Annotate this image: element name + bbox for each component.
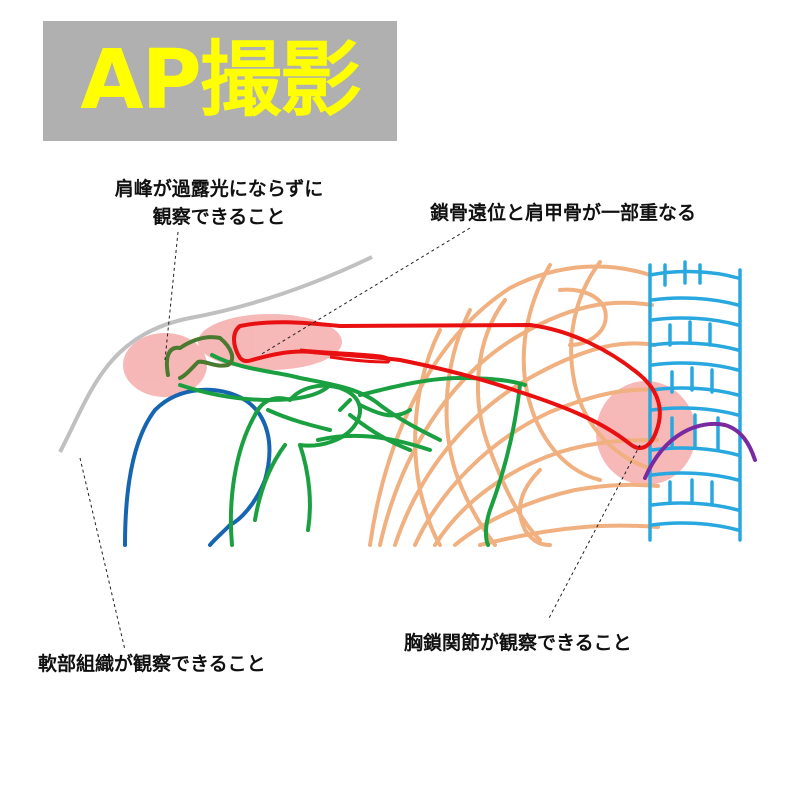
- leader-soft-tissue: [79, 457, 126, 651]
- clavicle-inner-line: [299, 348, 391, 364]
- acromion: [164, 335, 235, 380]
- acromion-annotation-line2: 観察できること: [152, 206, 286, 228]
- acromion-annotation-line1: 肩峰が過露光にならずに: [114, 178, 324, 200]
- leader-clavicle: [259, 227, 471, 356]
- first-rib: [643, 422, 757, 480]
- scapula: [178, 353, 527, 547]
- clavicle-annotation: 鎖骨遠位と肩甲骨が一部重なる: [430, 202, 697, 224]
- leader-lines: [79, 227, 641, 651]
- humerus: [123, 387, 272, 547]
- cervicothoracic-spine: [648, 260, 742, 542]
- ribs: [368, 260, 660, 547]
- sternoclavicular-annotation: 胸鎖関節が観察できること: [404, 632, 632, 654]
- soft-tissue-annotation: 軟部組織が観察できること: [38, 653, 266, 675]
- acromion-annotation: 肩峰が過露光にならずに 観察できること: [88, 175, 350, 231]
- page-title: AP撮影: [80, 33, 362, 128]
- title-banner: AP撮影: [43, 21, 397, 141]
- leader-sternoclavicular: [547, 444, 641, 621]
- soft-tissue-outline: [58, 255, 373, 453]
